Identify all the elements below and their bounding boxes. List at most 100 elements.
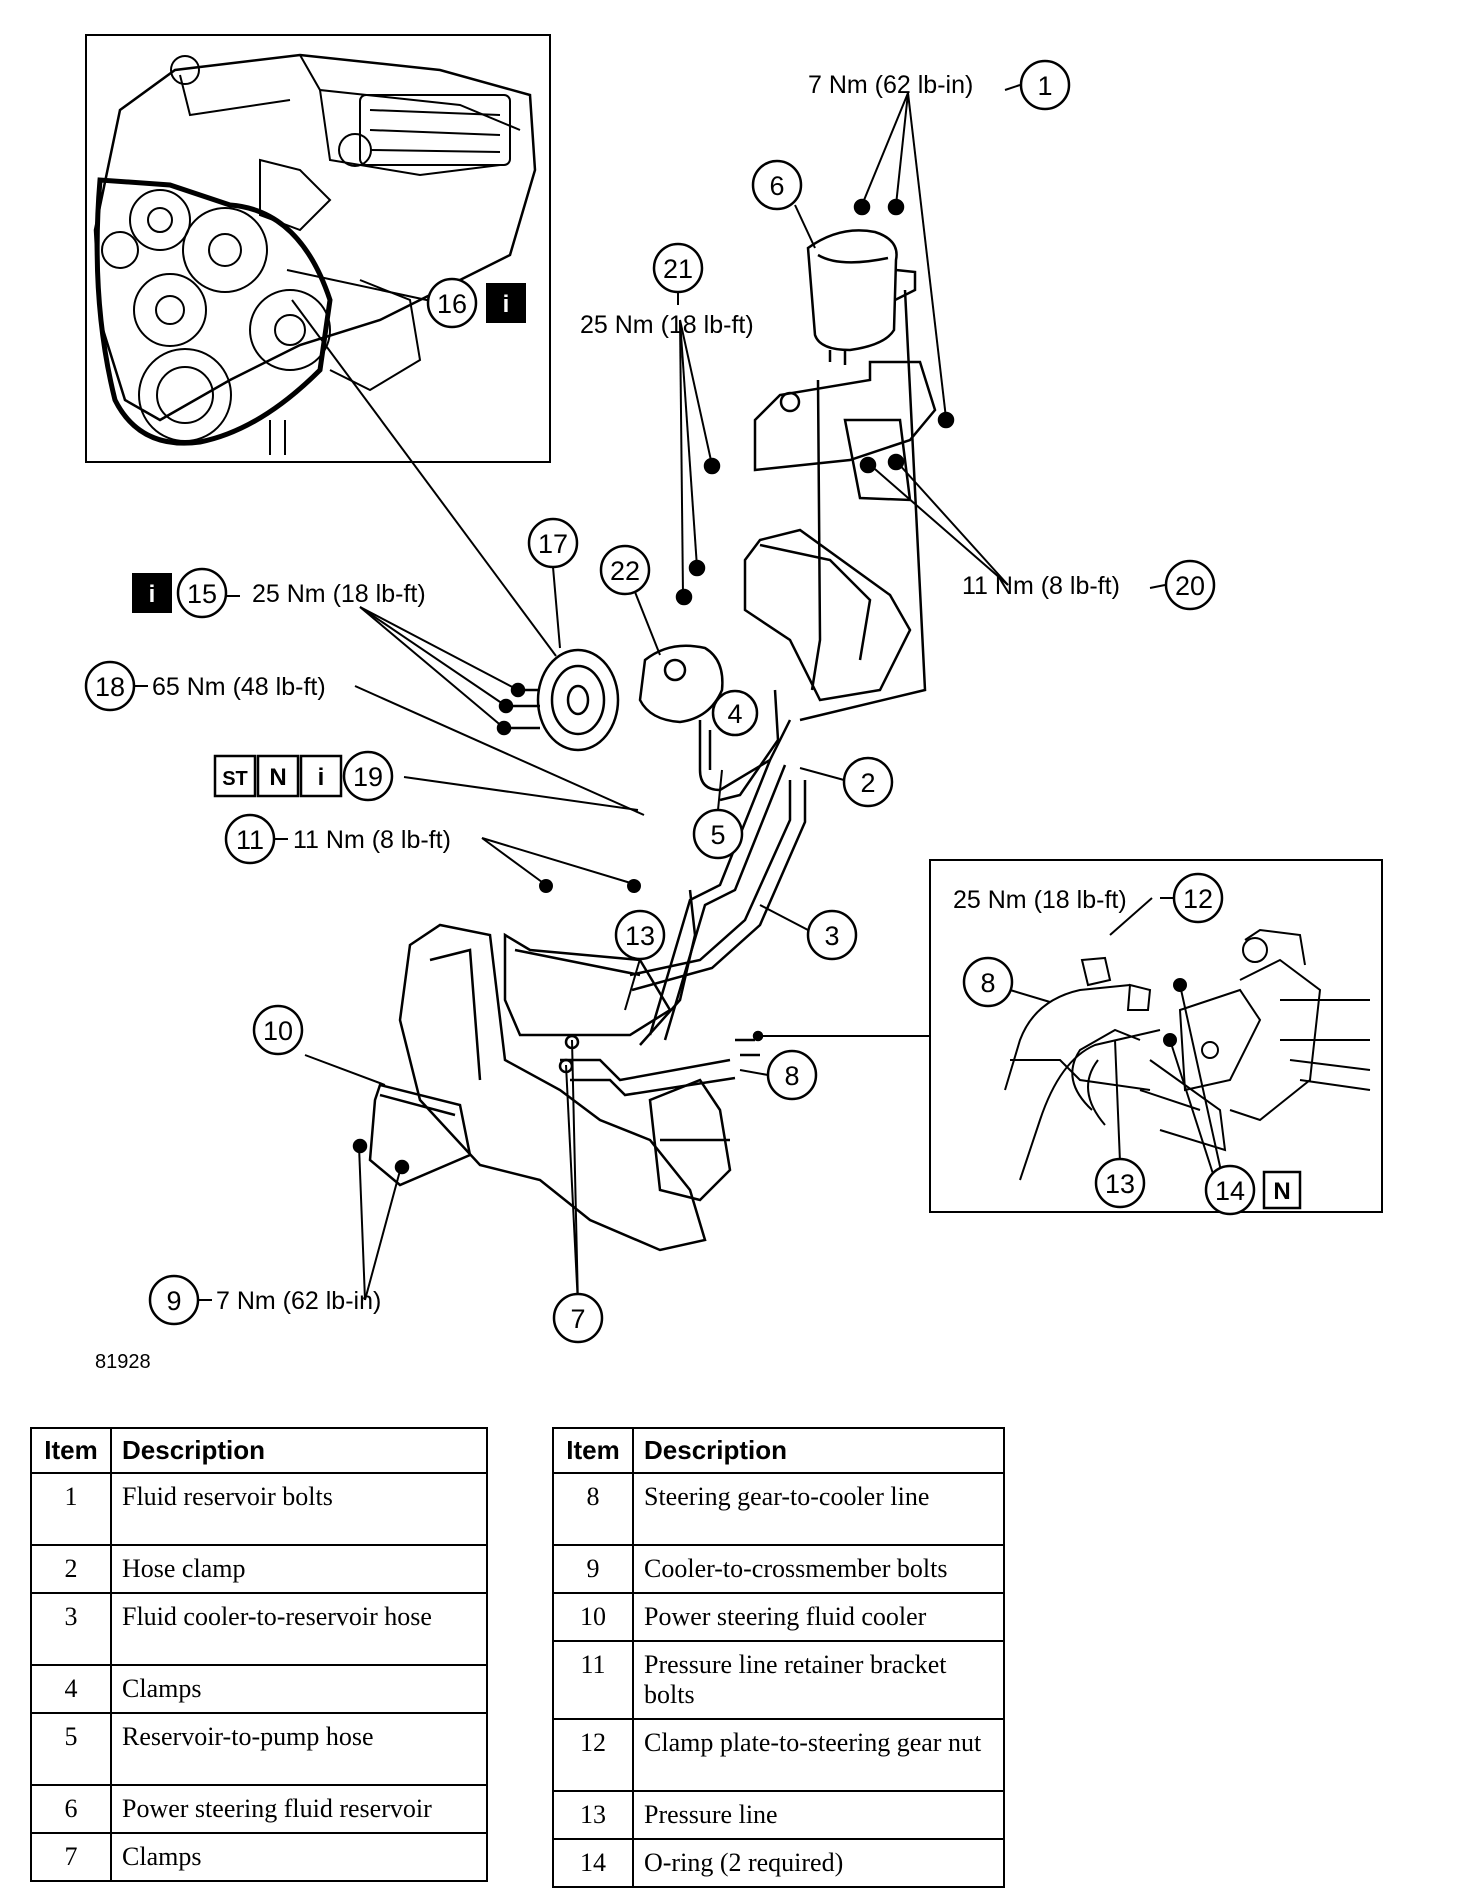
svg-text:1: 1 — [1037, 71, 1052, 101]
info-badge-19 — [299, 754, 343, 798]
svg-text:i: i — [503, 291, 510, 318]
torque-label-1: 7 Nm (62 lb-in) — [808, 71, 973, 99]
item-number: 1 — [30, 1472, 112, 1546]
svg-text:6: 6 — [769, 171, 784, 201]
figure-id: 81928 — [95, 1351, 151, 1373]
svg-text:13: 13 — [1105, 1169, 1135, 1199]
callout-5: 5 — [692, 769, 744, 860]
info-badge-16 — [486, 283, 526, 323]
item-number: 14 — [552, 1838, 634, 1888]
callout-15: i 15 25 Nm (18 lb-ft) — [132, 567, 426, 619]
item-description: O-ring (2 required) — [632, 1838, 1005, 1888]
leader-lines — [286, 92, 1153, 1306]
svg-text:8: 8 — [980, 968, 995, 998]
svg-text:2: 2 — [860, 768, 875, 798]
svg-text:4: 4 — [727, 699, 742, 729]
new-part-badge-19 — [256, 754, 300, 798]
svg-text:19: 19 — [353, 762, 383, 792]
hoses — [503, 759, 807, 1097]
svg-text:5: 5 — [710, 820, 725, 850]
info-badge-15 — [132, 573, 172, 613]
callout-22: 22 — [599, 544, 661, 656]
item-number: 7 — [30, 1832, 112, 1882]
item-description: Pressure line — [632, 1790, 1005, 1840]
item-number: 6 — [30, 1784, 112, 1834]
svg-text:20: 20 — [1175, 571, 1205, 601]
callout-9: 9 7 Nm (62 lb-in) — [148, 1274, 381, 1326]
callout-4: 4 — [711, 689, 759, 737]
svg-text:9: 9 — [166, 1286, 181, 1316]
reservoir-assembly — [675, 198, 955, 722]
item-description: Cooler-to-crossmember bolts — [632, 1544, 1005, 1594]
description-header: Description — [632, 1427, 1005, 1474]
item-number: 5 — [30, 1712, 112, 1786]
torque-label-18: 65 Nm (48 lb-ft) — [152, 673, 326, 701]
callout-7: 7 — [552, 1292, 604, 1344]
callout-19: ST N i 19 — [213, 750, 394, 802]
callout-12: 25 Nm (18 lb-ft) 12 — [953, 872, 1224, 924]
torque-label-9: 7 Nm (62 lb-in) — [216, 1287, 381, 1315]
callout-6: 6 — [751, 159, 816, 249]
svg-text:3: 3 — [824, 921, 839, 951]
svg-text:13: 13 — [625, 921, 655, 951]
callout-8: 8 — [739, 1049, 818, 1101]
svg-text:7: 7 — [570, 1304, 585, 1334]
callout-2: 2 — [799, 756, 894, 808]
item-description: Pressure line retainer bracket bolts — [632, 1640, 1005, 1720]
steering-gear-inset — [929, 859, 1383, 1213]
callout-8b: 8 — [962, 956, 1014, 1008]
svg-text:N: N — [269, 764, 286, 791]
item-number: 8 — [552, 1472, 634, 1546]
item-number: 12 — [552, 1718, 634, 1792]
svg-text:21: 21 — [663, 254, 693, 284]
torque-label-20: 11 Nm (8 lb-ft) — [962, 572, 1120, 600]
item-description: Reservoir-to-pump hose — [110, 1712, 488, 1786]
torque-label-15: 25 Nm (18 lb-ft) — [252, 580, 426, 608]
callout-1: 1 7 Nm (62 lb-in) — [808, 59, 1071, 111]
callout-14: 14 N — [1204, 1164, 1302, 1216]
torque-label-21: 25 Nm (18 lb-ft) — [580, 311, 754, 339]
svg-text:ST: ST — [222, 768, 248, 790]
callout-13b: 13 — [1094, 1157, 1146, 1209]
callout-18: 18 65 Nm (48 lb-ft) — [84, 660, 326, 712]
svg-text:18: 18 — [95, 672, 125, 702]
svg-text:10: 10 — [263, 1016, 293, 1046]
torque-label-11: 11 Nm (8 lb-ft) — [293, 826, 451, 854]
svg-text:22: 22 — [610, 556, 640, 586]
new-part-badge-14 — [1262, 1170, 1302, 1210]
item-description: Fluid reservoir bolts — [110, 1472, 488, 1546]
item-number: 10 — [552, 1592, 634, 1642]
callout-11: 11 11 Nm (8 lb-ft) — [224, 813, 641, 893]
crossmember-and-cooler — [352, 923, 764, 1252]
item-description: Clamps — [110, 1832, 488, 1882]
item-number: 11 — [552, 1640, 634, 1720]
pump-assembly — [496, 644, 792, 802]
special-tool-badge-19 — [213, 754, 257, 798]
torque-label-12: 25 Nm (18 lb-ft) — [953, 886, 1127, 914]
legend-header-row: Item Description — [552, 1427, 1005, 1474]
callout-20: 20 11 Nm (8 lb-ft) — [962, 559, 1216, 611]
item-description: Clamp plate-to-steering gear nut — [632, 1718, 1005, 1792]
callout-10: 10 — [252, 1004, 304, 1056]
callout-21: 21 25 Nm (18 lb-ft) — [580, 242, 754, 339]
item-number: 4 — [30, 1664, 112, 1714]
callout-13: 13 — [614, 909, 666, 1011]
item-header: Item — [30, 1427, 112, 1474]
engine-inset — [85, 34, 551, 463]
item-number: 9 — [552, 1544, 634, 1594]
svg-text:17: 17 — [538, 529, 568, 559]
callout-17: 17 — [527, 517, 579, 649]
